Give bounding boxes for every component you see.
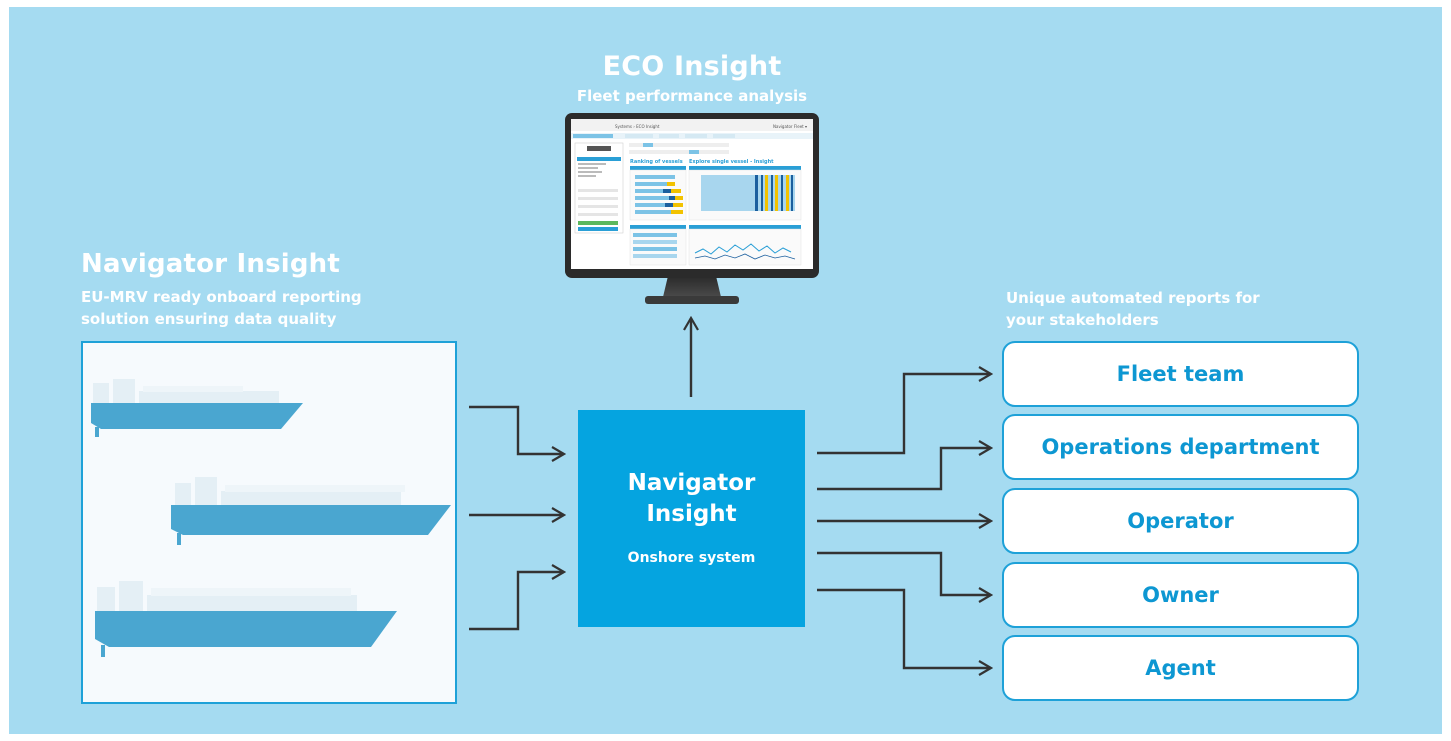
arrow-to-owner (817, 551, 991, 595)
arrow-to-fleet-team (817, 374, 991, 455)
screen-left-heading: Ranking of vessels (630, 159, 683, 165)
arrow-ship3-to-onshore (469, 572, 564, 631)
monitor-stand (663, 276, 721, 297)
screen-breadcrumb: Systems › ECO Insight (615, 124, 660, 129)
ship-icon (171, 477, 451, 545)
screen-right-heading: Explore single vessel - Insight (689, 159, 774, 165)
navigator-onboard-subtitle-line2: solution ensuring data quality (81, 310, 337, 328)
report-fleet-team: Fleet team (1002, 341, 1359, 407)
reports-heading-line2: your stakeholders (1006, 311, 1159, 329)
navigator-onboard-title: Navigator Insight (81, 249, 341, 279)
ships-illustration (91, 379, 451, 657)
ship-icon (91, 379, 303, 437)
onshore-title: Navigator Insight (578, 468, 805, 530)
eco-subtitle: Fleet performance analysis (576, 87, 808, 105)
onshore-title-line2: Insight (646, 501, 737, 527)
reports-heading-line1: Unique automated reports for (1006, 289, 1260, 307)
onshore-subtitle: Onshore system (627, 550, 756, 566)
navigator-onboard-subtitle-line1: EU-MRV ready onboard reporting (81, 288, 362, 306)
report-agent: Agent (1002, 635, 1359, 701)
eco-title: ECO Insight (602, 51, 782, 82)
arrow-ship1-to-onshore (469, 405, 564, 454)
arrow-to-agent (817, 588, 991, 668)
report-operator: Operator (1002, 488, 1359, 554)
monitor-base (645, 296, 739, 304)
onshore-system-box: Navigator Insight Onshore system (578, 410, 805, 627)
report-owner: Owner (1002, 562, 1359, 628)
screen-user: Navigator Fleet ▾ (773, 124, 807, 129)
monitor-illustration: Systems › ECO Insight Navigator Fleet ▾ … (565, 113, 819, 304)
onshore-title-line1: Navigator (627, 470, 756, 496)
arrow-to-operations-department (817, 448, 991, 491)
report-operations-department: Operations department (1002, 414, 1359, 480)
ship-icon (95, 581, 397, 657)
onboard-ships-panel (81, 341, 457, 704)
monitor-screen: Systems › ECO Insight Navigator Fleet ▾ … (571, 119, 813, 269)
